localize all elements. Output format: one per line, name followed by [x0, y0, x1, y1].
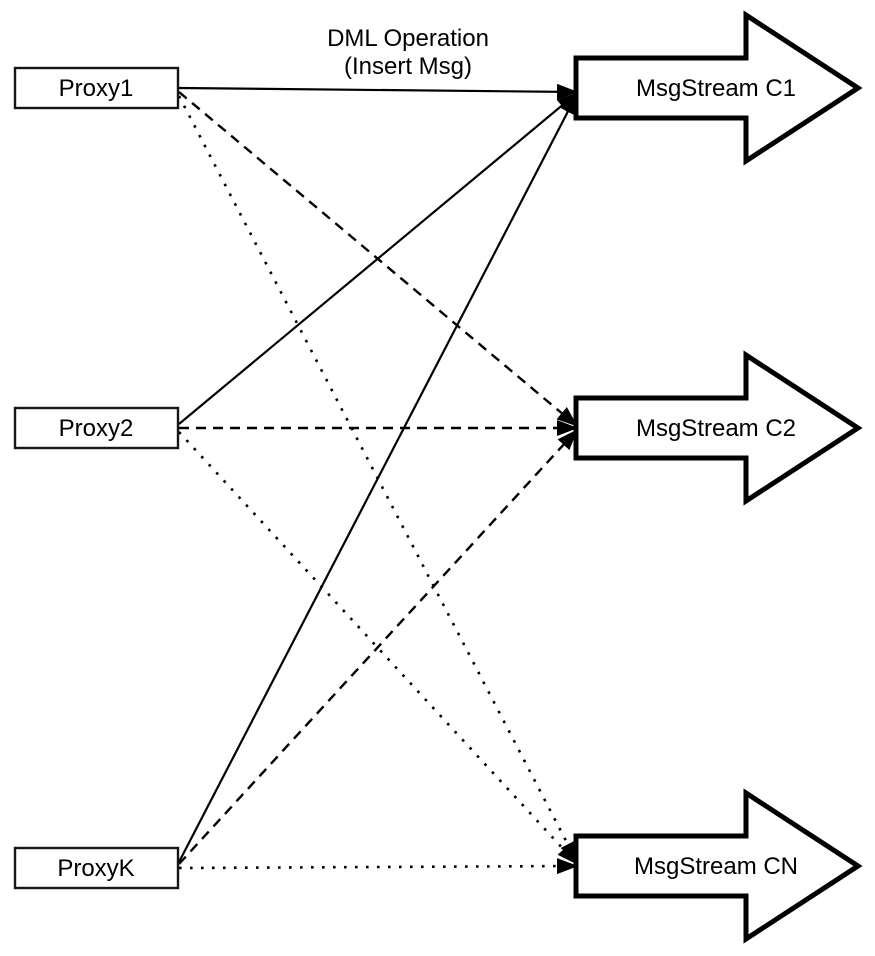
msgstream-c1-arrow-shape — [573, 10, 863, 166]
msgstream-c2-node: MsgStream C2 — [573, 350, 863, 506]
proxyk-label: ProxyK — [57, 855, 134, 882]
msgstream-cn-node: MsgStream CN — [573, 788, 863, 944]
msgstream-cn-label: MsgStream CN — [634, 853, 798, 880]
proxyk-box — [13, 846, 180, 890]
msgstream-cn-arrow-shape — [573, 788, 863, 944]
title-line1: DML Operation — [327, 25, 489, 52]
proxy2-label: Proxy2 — [59, 415, 134, 442]
proxy1-node: Proxy1 — [13, 66, 180, 110]
proxy2-box — [13, 406, 180, 450]
msgstream-c1-node: MsgStream C1 — [573, 10, 863, 166]
msgstream-c2-arrow-shape — [573, 350, 863, 506]
title-line2: (Insert Msg) — [344, 53, 472, 80]
msgstream-c2-label: MsgStream C2 — [636, 415, 796, 442]
edge-proxyk-msgstream-cn — [178, 858, 578, 875]
edge-proxy1-msgstream-c1 — [178, 83, 578, 100]
edge-proxy1-msgstream-c2 — [178, 91, 578, 427]
msgstream-c1-label: MsgStream C1 — [636, 75, 796, 102]
title-annotation: DML Operation (Insert Msg) — [327, 25, 489, 80]
proxy1-box — [13, 66, 180, 110]
proxyk-node: ProxyK — [13, 846, 180, 890]
edge-proxyk-msgstream-c2 — [178, 429, 578, 865]
proxy2-node: Proxy2 — [13, 406, 180, 450]
proxy1-label: Proxy1 — [59, 75, 134, 102]
edge-proxy1-msgstream-cn — [177, 95, 579, 863]
